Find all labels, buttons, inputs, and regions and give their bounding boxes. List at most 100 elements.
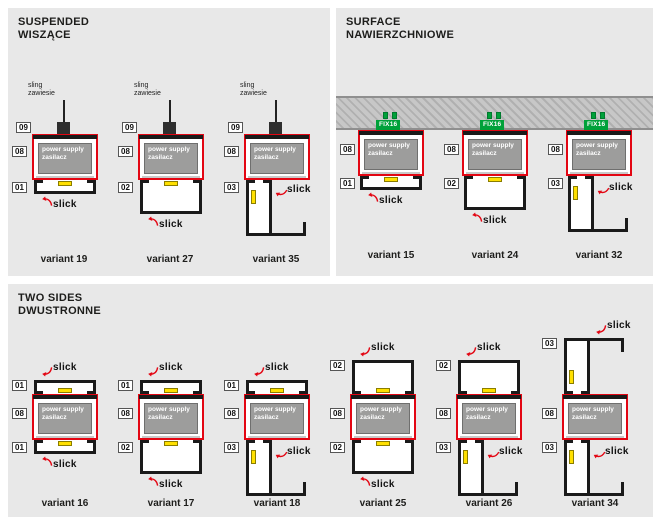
part-number-label: 02 xyxy=(444,178,459,189)
part-number-label: 03 xyxy=(542,442,557,453)
curved-arrow-icon xyxy=(42,196,53,206)
channel-profile xyxy=(34,440,96,454)
curved-arrow-icon xyxy=(597,187,610,195)
fix16-clip-label: FIX16 xyxy=(584,120,609,130)
channel-profile-group xyxy=(246,440,308,496)
channel-profile xyxy=(568,176,594,232)
fix-clip-pin xyxy=(600,112,605,119)
led-strip xyxy=(58,441,72,446)
curved-arrow-icon xyxy=(254,367,265,377)
brand-name: slick xyxy=(379,195,403,206)
led-strip xyxy=(488,177,502,182)
part-number-label: 08 xyxy=(444,144,459,155)
slick-label: slick xyxy=(275,184,311,198)
sling-label-line2: zawiesie xyxy=(28,90,55,97)
part-number-label: 01 xyxy=(340,178,355,189)
part-number-label: 03 xyxy=(224,442,239,453)
part-number-label: 08 xyxy=(340,144,355,155)
led-strip xyxy=(251,190,256,204)
variant-name: variant 25 xyxy=(359,498,407,509)
part-number-label: 08 xyxy=(118,408,133,419)
brand-name: slick xyxy=(371,342,395,353)
sling-label-line2: zawiesie xyxy=(240,90,267,97)
power-supply-text-line2: zasilacz xyxy=(254,153,279,161)
sling-label-line1: sling xyxy=(28,82,43,89)
part-number-label: 08 xyxy=(118,146,133,157)
brand-name: slick xyxy=(265,362,289,373)
panel-title-line2: WISZĄCE xyxy=(18,29,71,41)
part-number-label: 02 xyxy=(436,360,451,371)
curved-arrow-icon xyxy=(368,192,379,202)
curved-arrow-icon xyxy=(42,456,53,466)
part-number-label: 08 xyxy=(224,146,239,157)
part-number-label: 08 xyxy=(12,146,27,157)
panel-title-line2: NAWIERZCHNIOWE xyxy=(346,29,455,41)
slick-label: slick xyxy=(360,476,395,490)
sling-cable xyxy=(169,100,171,122)
part-number-label: 01 xyxy=(12,442,27,453)
part-number-label: 03 xyxy=(548,178,563,189)
variant-name: variant 16 xyxy=(41,498,89,509)
curved-arrow-icon xyxy=(148,476,159,486)
power-supply-text-line2: zasilacz xyxy=(576,149,601,157)
channel-end-wall xyxy=(303,482,306,496)
curved-arrow-icon xyxy=(466,347,477,357)
channel-end-wall xyxy=(515,482,518,496)
led-strip xyxy=(569,370,574,384)
slick-label: slick xyxy=(42,362,77,377)
power-supply-text-line1: power supply xyxy=(148,146,190,153)
panel-title-line2: DWUSTRONNE xyxy=(18,305,102,317)
part-number-label: 02 xyxy=(330,442,345,453)
channel-base-plate xyxy=(270,233,306,236)
led-strip xyxy=(251,450,256,464)
part-number-label: 09 xyxy=(228,122,243,133)
sling-fitting xyxy=(269,122,282,134)
brand-name: slick xyxy=(477,342,501,353)
variant-name: variant 24 xyxy=(471,250,519,261)
fix-clip-pin xyxy=(496,112,501,119)
part-number-label: 03 xyxy=(224,182,239,193)
variant-name: variant 17 xyxy=(147,498,195,509)
channel-profile xyxy=(564,440,590,496)
panel-title-line1: SUSPENDED xyxy=(18,16,90,28)
part-number-label: 01 xyxy=(118,380,133,391)
curved-arrow-icon xyxy=(596,325,607,335)
part-number-label: 08 xyxy=(436,408,451,419)
sling-cable xyxy=(63,100,65,122)
sling-cable xyxy=(275,100,277,122)
fix-clip-pin xyxy=(591,112,596,119)
curved-arrow-icon xyxy=(360,476,371,486)
variant-name: variant 18 xyxy=(253,498,301,509)
slick-label: slick xyxy=(42,196,77,210)
channel-profile xyxy=(140,180,202,214)
channel-base-plate xyxy=(588,493,624,496)
slick-label: slick xyxy=(148,216,183,230)
channel-end-wall xyxy=(303,222,306,236)
slick-label: slick xyxy=(596,320,631,335)
part-number-label: 08 xyxy=(224,408,239,419)
power-supply-text-line2: zasilacz xyxy=(368,149,393,157)
power-supply-text-line2: zasilacz xyxy=(42,153,67,161)
power-supply-text-line2: zasilacz xyxy=(148,413,173,421)
channel-profile xyxy=(246,180,272,236)
